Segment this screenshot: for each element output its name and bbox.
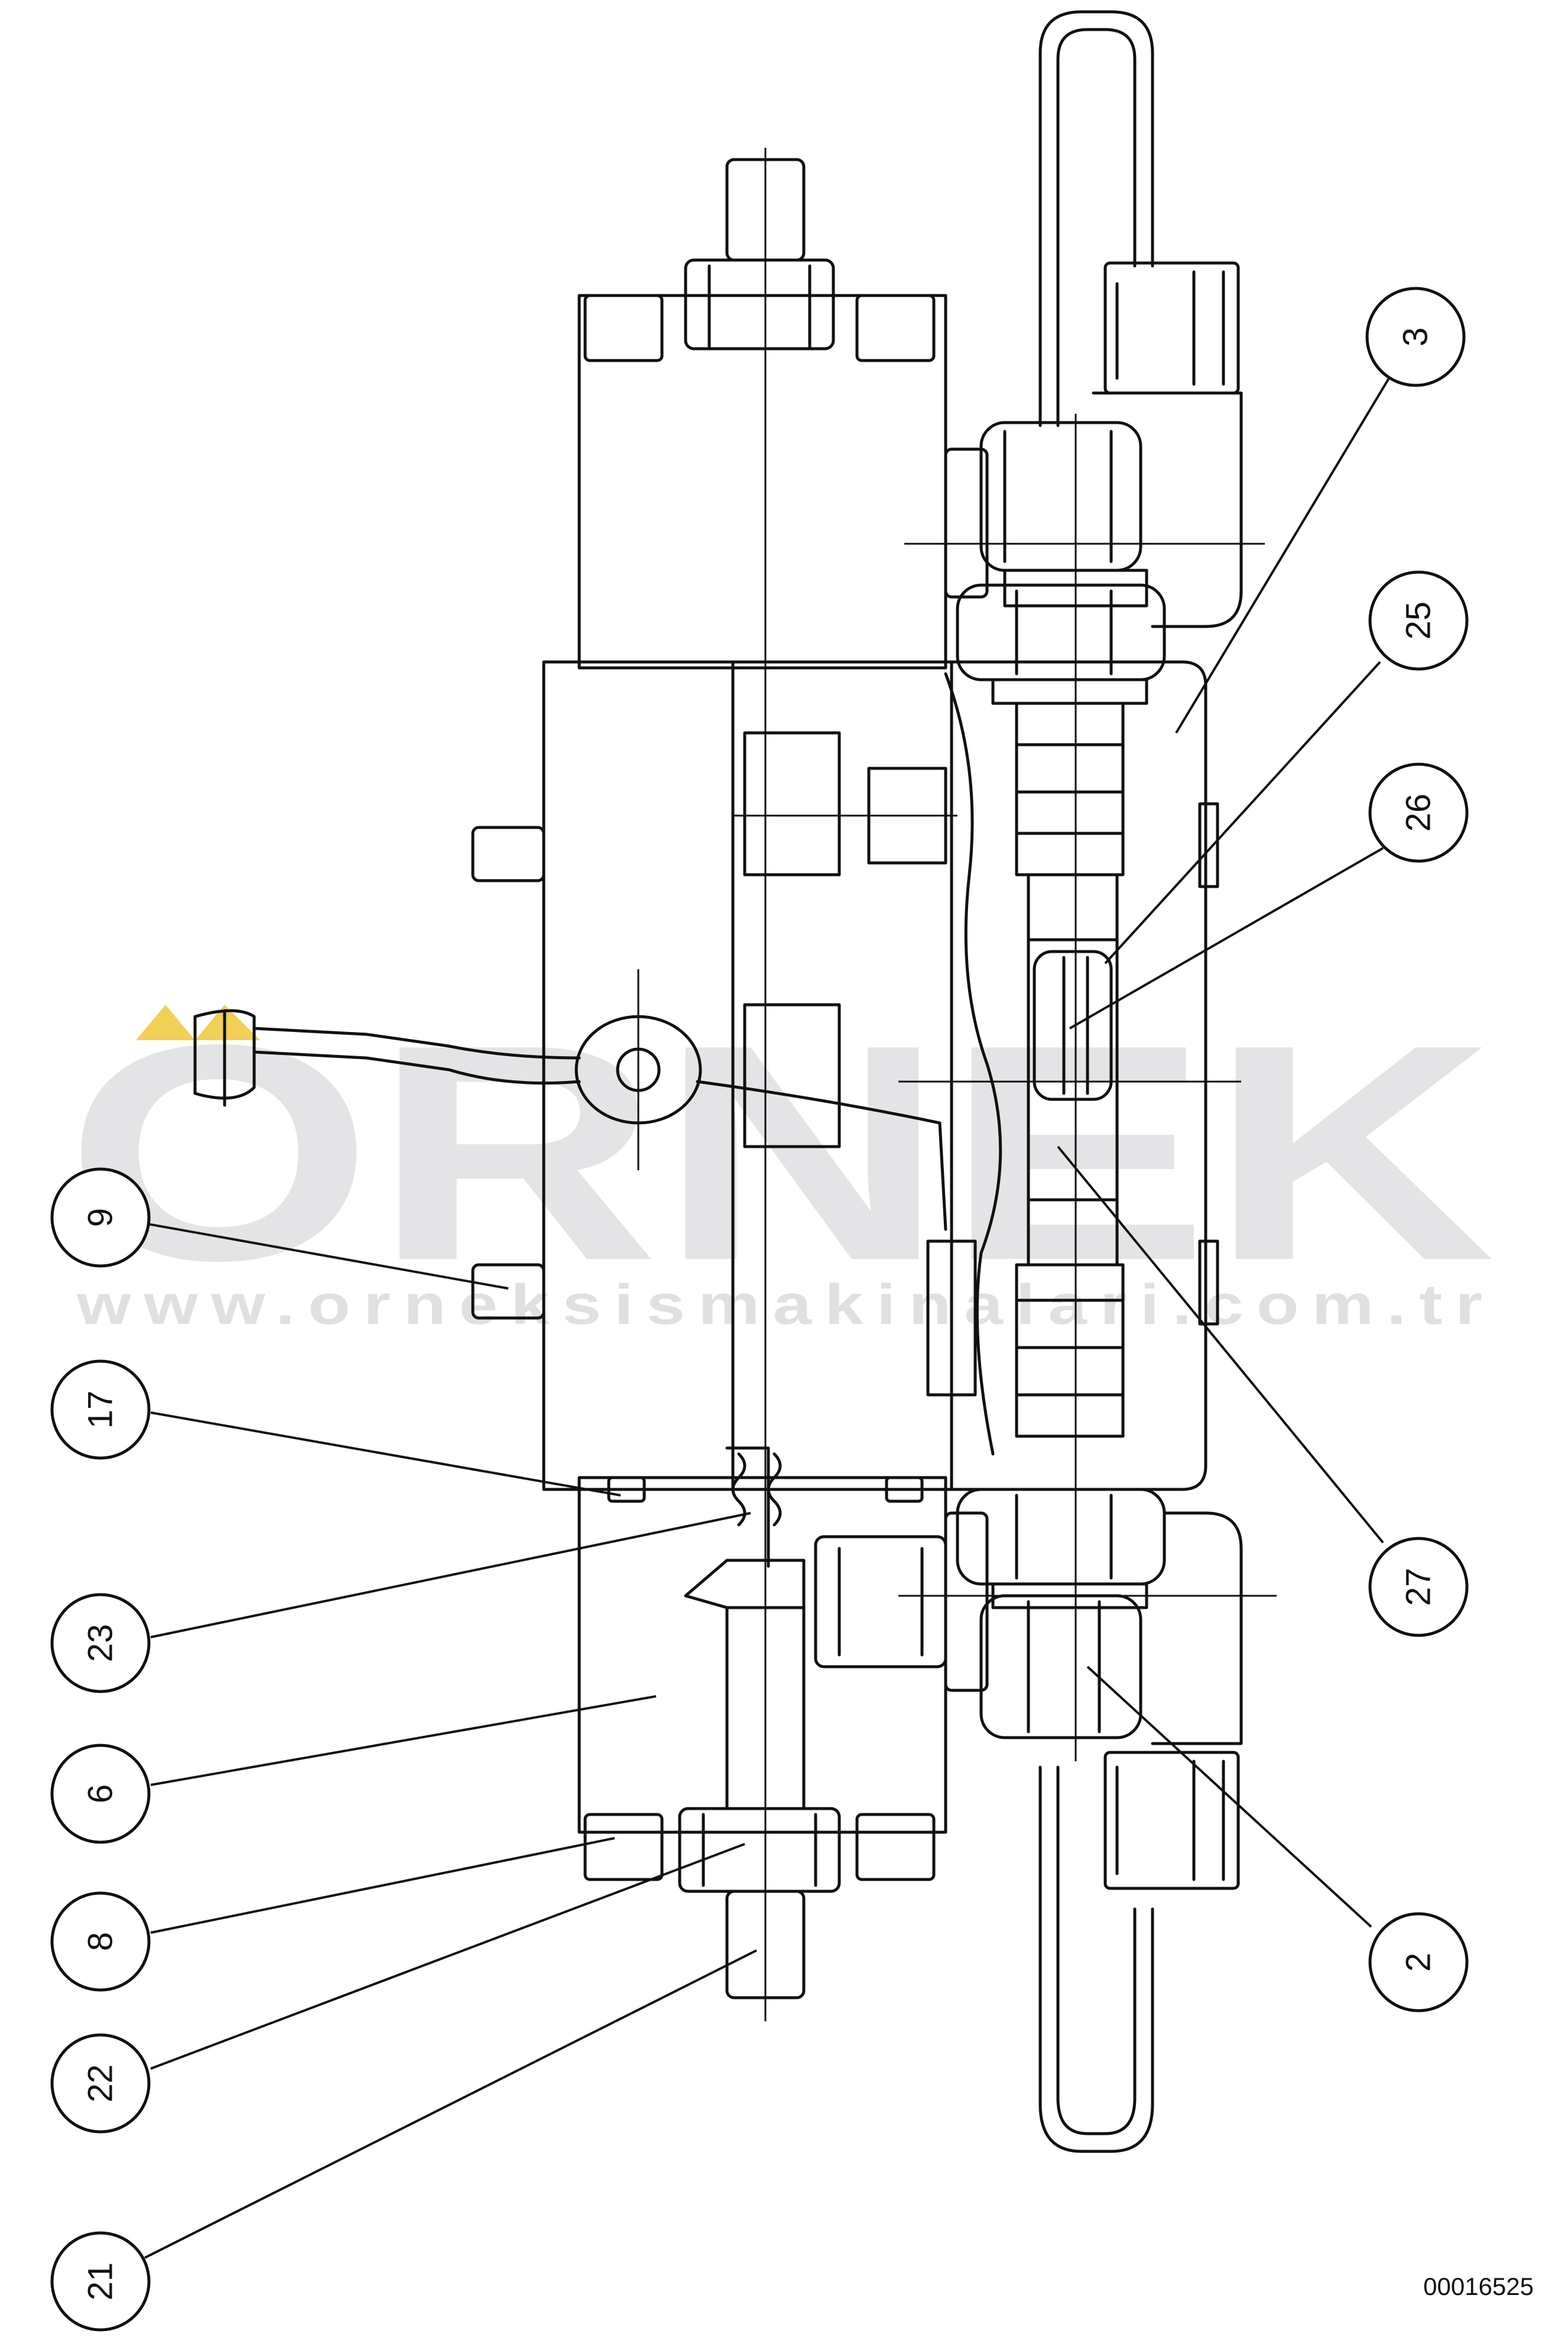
watermark: ORNEK www.orneksismakinalari.com.tr (65, 981, 1495, 1336)
callout-21-label: 21 (82, 2262, 120, 2301)
callout-22-circle (50, 2033, 151, 2134)
cylinder-block (944, 660, 1219, 1491)
drawing-number: 00016525 (1423, 2273, 1534, 2300)
callout-3-circle (1365, 287, 1466, 387)
callout-21-circle (50, 2231, 151, 2332)
watermark-accent-right (195, 1005, 260, 1040)
callout-26-label: 26 (1400, 794, 1438, 832)
callout-22-label: 22 (82, 2064, 120, 2103)
watermark-brand: ORNEK (65, 981, 1495, 1325)
callout-9-circle (50, 1167, 151, 1268)
callout-2-circle (1368, 1912, 1469, 2012)
callout-labels: 3 25 26 27 2 9 17 23 6 8 22 21 (82, 327, 1438, 2300)
lower-body (577, 1446, 947, 1999)
callout-3-label: 3 (1397, 327, 1435, 346)
callout-26-circle (1368, 762, 1469, 863)
callouts (50, 287, 1469, 2332)
callout-23-label: 23 (82, 1624, 120, 1663)
callout-6-label: 6 (82, 1784, 120, 1803)
callout-9-label: 9 (82, 1208, 120, 1227)
upper-fitting (944, 261, 1243, 705)
callout-27-label: 27 (1400, 1568, 1438, 1606)
leader-lines (144, 377, 1390, 2259)
callout-6-circle (50, 1744, 151, 1844)
lower-fitting (944, 1488, 1243, 1890)
callout-8-circle (50, 1891, 151, 1992)
watermark-accent-left (136, 1005, 195, 1040)
callout-27-circle (1368, 1537, 1469, 1637)
callout-25-circle (1368, 570, 1469, 671)
callout-8-label: 8 (82, 1932, 120, 1951)
callout-17-label: 17 (82, 1391, 120, 1429)
watermark-url: www.orneksismakinalari.com.tr (76, 1273, 1495, 1336)
callout-25-label: 25 (1400, 602, 1438, 640)
callout-23-circle (50, 1593, 151, 1693)
callout-2-label: 2 (1400, 1953, 1438, 1972)
callout-17-circle (50, 1359, 151, 1460)
tube-loop (1038, 10, 1154, 2153)
center-lines (637, 148, 1277, 2021)
